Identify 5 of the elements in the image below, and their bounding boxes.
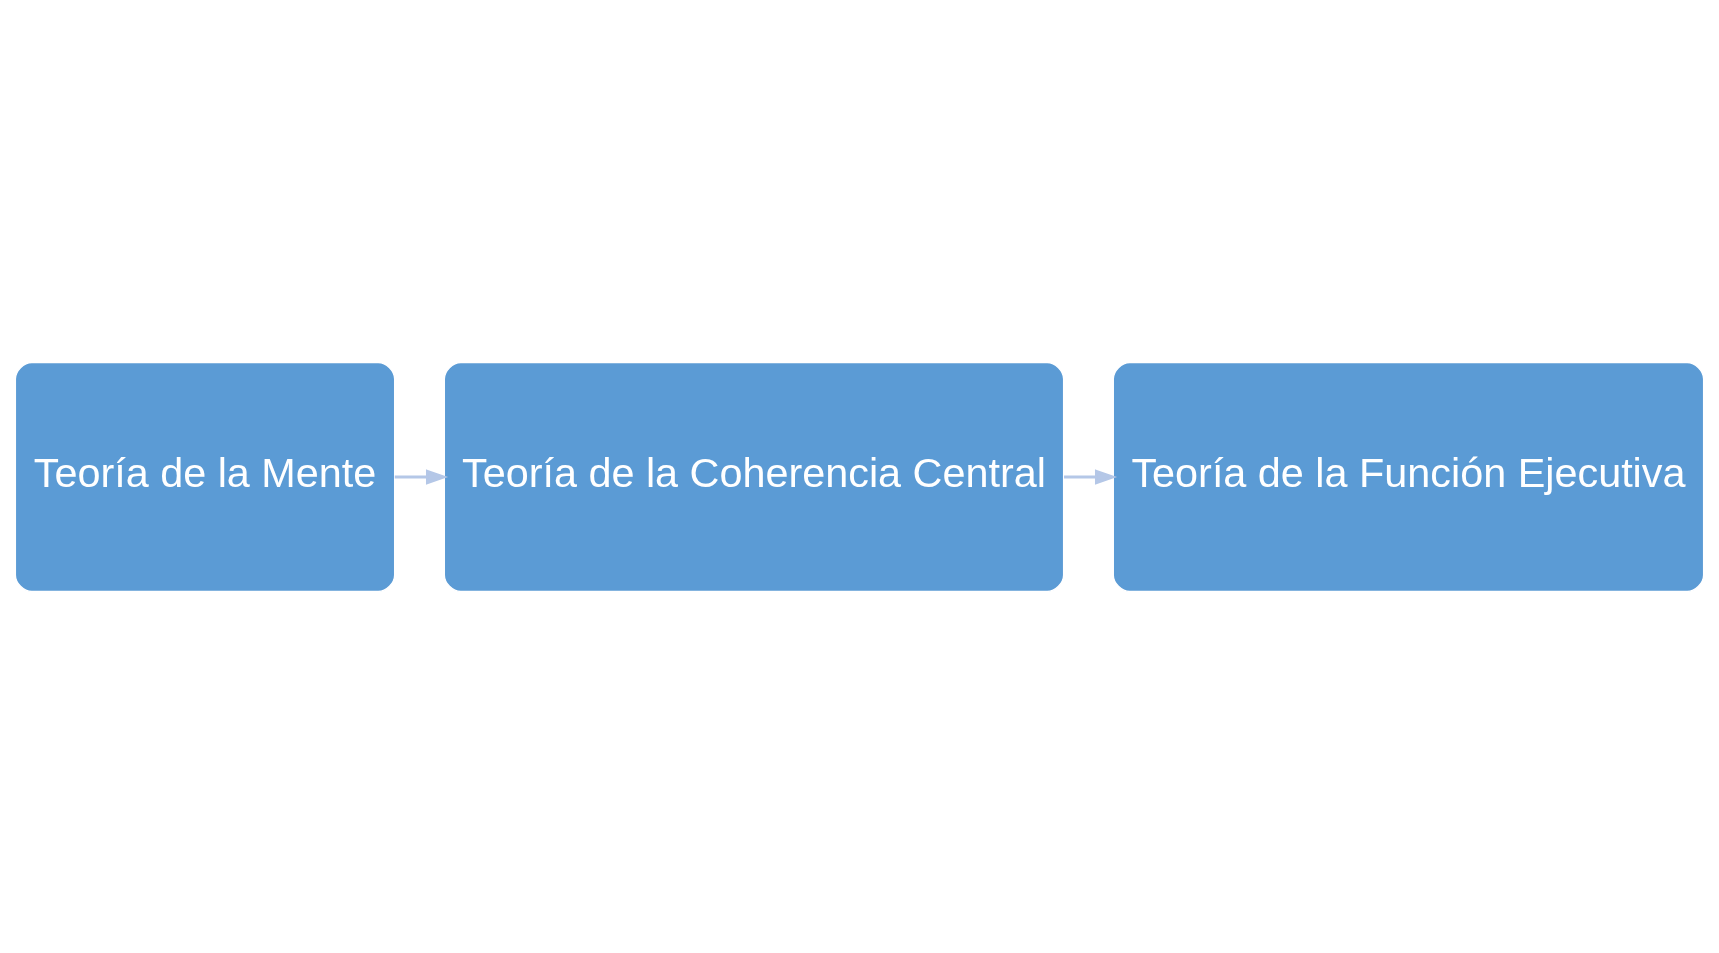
arrow: [1064, 468, 1118, 485]
arrow: [394, 468, 449, 485]
node-box: Teoría de la Mente: [14, 361, 396, 592]
node-box: Teoría de la Coherencia Central: [443, 361, 1065, 592]
node-box: Teoría de la Función Ejecutiva: [1112, 361, 1705, 592]
